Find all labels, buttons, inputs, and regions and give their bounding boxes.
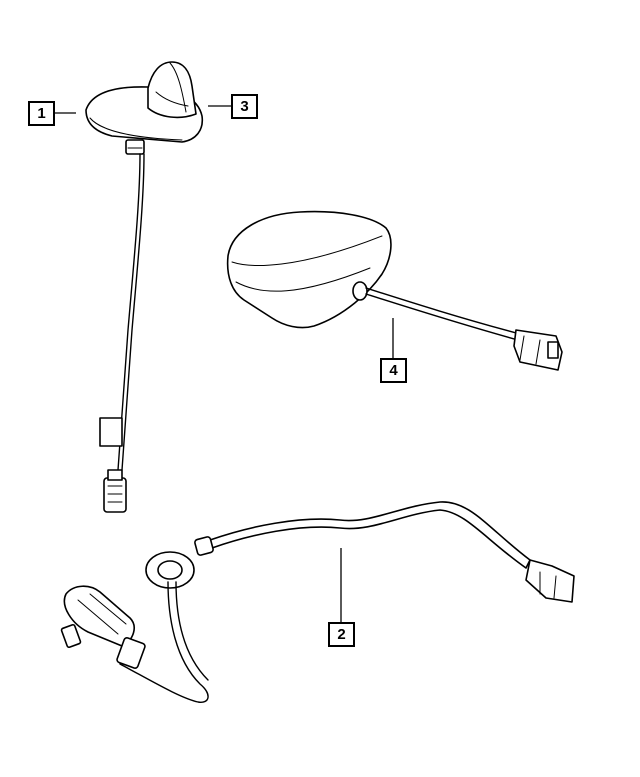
receiver-module xyxy=(226,210,563,371)
callout-4: 4 xyxy=(380,318,407,383)
callout-4-label: 4 xyxy=(389,362,398,379)
callout-1: 1 xyxy=(28,101,76,126)
callout-1-label: 1 xyxy=(37,105,45,122)
callout-2: 2 xyxy=(328,548,355,647)
callout-2-label: 2 xyxy=(337,626,345,643)
roof-antenna xyxy=(85,61,204,513)
callout-3: 3 xyxy=(208,94,258,119)
callout-3-label: 3 xyxy=(240,98,248,115)
antenna-cable xyxy=(60,501,575,703)
